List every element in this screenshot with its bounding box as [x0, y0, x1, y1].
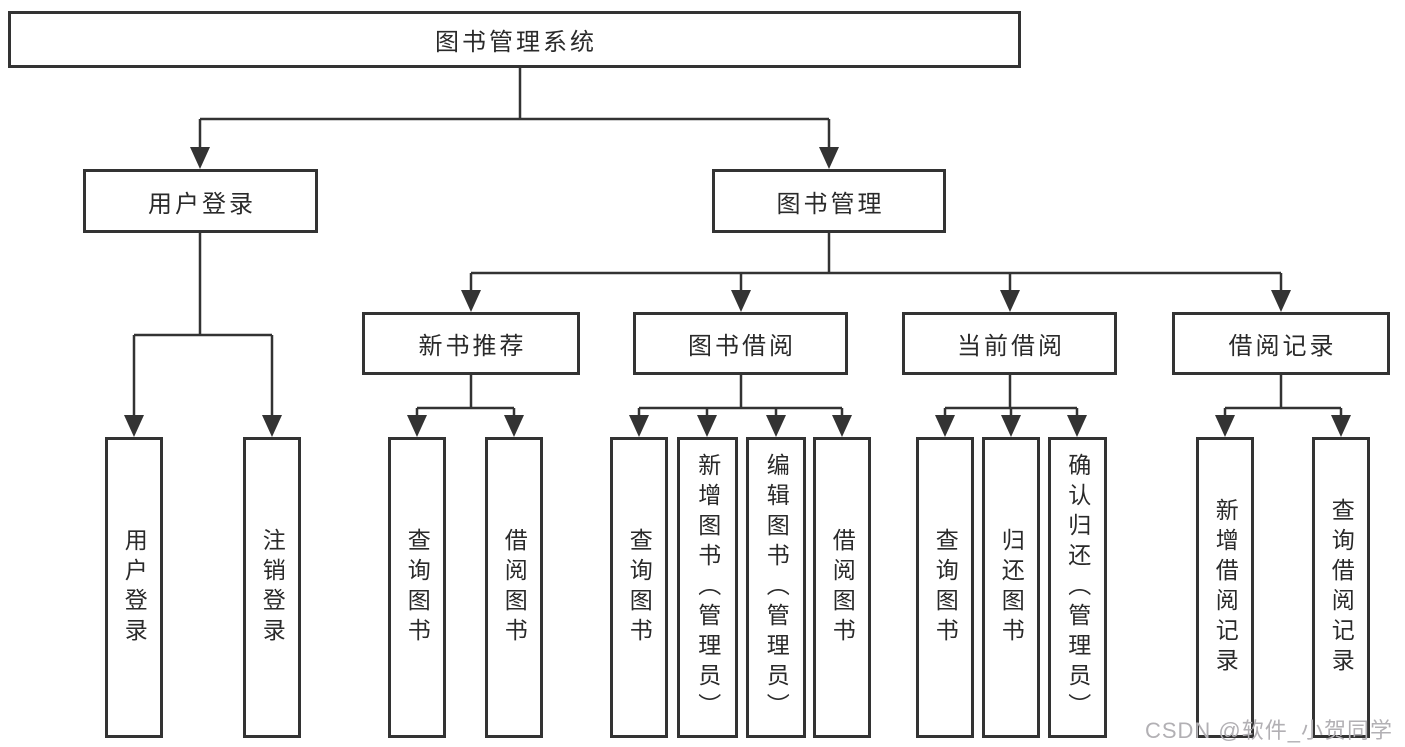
leaf-box-query-books-borrowing: 查询图书	[610, 437, 668, 738]
leaf-box-borrow-books-borrowing: 借阅图书	[813, 437, 871, 738]
node-box-new-book-recommendation: 新书推荐	[362, 312, 580, 375]
leaf-box-borrow-books-recommend: 借阅图书	[485, 437, 543, 738]
node-label-borrowing-records: 借阅记录	[1228, 333, 1337, 360]
leaf-label-add-borrowing-record: 新增借阅记录	[1212, 497, 1239, 678]
leaf-label-query-borrowing-record: 查询借阅记录	[1328, 497, 1355, 678]
node-label-book-management: 图书管理	[776, 190, 885, 218]
leaf-label-borrow-books-borrowing: 借阅图书	[829, 527, 856, 648]
leaf-box-confirm-return-admin: 确认归还（管理员）	[1048, 437, 1107, 738]
leaf-label-query-books-current: 查询图书	[932, 527, 959, 648]
leaf-box-query-borrowing-record: 查询借阅记录	[1312, 437, 1370, 738]
leaf-label-confirm-return-admin: 确认归还（管理员）	[1064, 452, 1091, 723]
leaf-label-query-books-borrowing: 查询图书	[626, 527, 653, 648]
node-box-system-root: 图书管理系统	[8, 11, 1021, 68]
node-label-new-book-recommendation: 新书推荐	[418, 333, 527, 360]
leaf-box-query-books-current: 查询图书	[916, 437, 974, 738]
arrowhead-markers	[124, 147, 1351, 437]
node-label-system-root: 图书管理系统	[435, 29, 597, 56]
leaf-box-edit-books-admin: 编辑图书（管理员）	[746, 437, 806, 738]
leaf-label-logout-login: 注销登录	[259, 527, 286, 648]
leaf-box-query-books-recommend: 查询图书	[388, 437, 446, 738]
leaf-box-add-borrowing-record: 新增借阅记录	[1196, 437, 1254, 738]
leaf-label-query-books-recommend: 查询图书	[404, 527, 431, 648]
node-label-book-borrowing: 图书借阅	[688, 333, 796, 360]
leaf-label-borrow-books-recommend: 借阅图书	[501, 527, 528, 648]
leaf-box-logout-login: 注销登录	[243, 437, 301, 738]
leaf-label-user-login: 用户登录	[121, 527, 148, 648]
node-box-current-borrowing: 当前借阅	[902, 312, 1117, 375]
leaf-box-return-books: 归还图书	[982, 437, 1040, 738]
node-box-user-login: 用户登录	[83, 169, 318, 233]
leaf-box-add-books-admin: 新增图书（管理员）	[677, 437, 738, 738]
node-box-book-borrowing: 图书借阅	[633, 312, 848, 375]
node-label-current-borrowing: 当前借阅	[957, 333, 1065, 360]
node-label-user-login: 用户登录	[148, 190, 256, 218]
leaf-label-add-books-admin: 新增图书（管理员）	[694, 452, 721, 723]
leaf-label-return-books: 归还图书	[998, 527, 1025, 648]
node-box-borrowing-records: 借阅记录	[1172, 312, 1390, 375]
csdn-watermark: CSDN @软件_小贺同学	[1144, 718, 1393, 743]
leaf-label-edit-books-admin: 编辑图书（管理员）	[763, 452, 790, 723]
node-box-book-management: 图书管理	[712, 169, 946, 233]
leaf-box-user-login: 用户登录	[105, 437, 163, 738]
